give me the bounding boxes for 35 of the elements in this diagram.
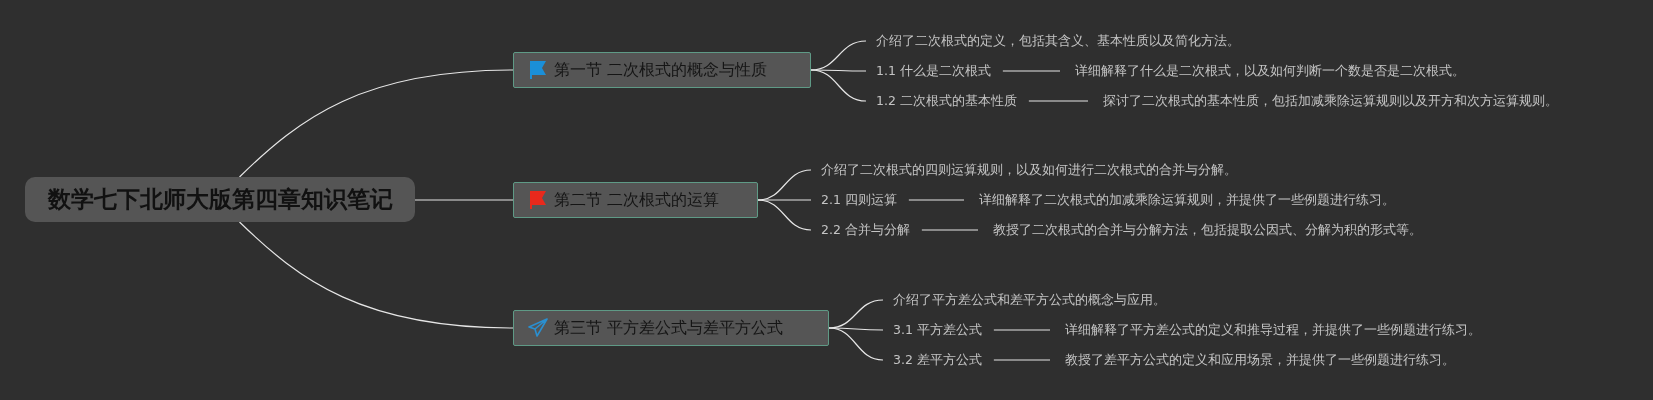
topic-box bbox=[513, 52, 811, 88]
subtopic-text: 3.2 差平方公式 bbox=[893, 351, 982, 369]
subtopic-text: 2.1 四则运算 bbox=[821, 191, 897, 209]
subtopic-text: 1.1 什么是二次根式 bbox=[876, 62, 991, 80]
subtopic-text: 探讨了二次根式的基本性质，包括加减乘除运算规则以及开方和次方运算规则。 bbox=[1103, 92, 1558, 110]
connector-line bbox=[993, 359, 1051, 361]
connector-line bbox=[810, 69, 867, 102]
subtopic-text: 详细解释了平方差公式的定义和推导过程，并提供了一些例题进行练习。 bbox=[1065, 321, 1481, 339]
connector-line bbox=[238, 221, 514, 329]
topic-box bbox=[513, 182, 758, 218]
topic-title: 第三节 平方差公式与差平方公式 bbox=[554, 317, 784, 339]
central-topic: 数学七下北师大版第四章知识笔记 bbox=[25, 177, 415, 222]
subtopic-text: 详细解释了二次根式的加减乘除运算规则，并提供了一些例题进行练习。 bbox=[979, 191, 1395, 209]
subtopic-text: 介绍了二次根式的定义，包括其含义、基本性质以及简化方法。 bbox=[876, 32, 1240, 50]
connector-line bbox=[757, 199, 812, 231]
subtopic-text: 教授了二次根式的合并与分解方法，包括提取公因式、分解为积的形式等。 bbox=[993, 221, 1422, 239]
subtopic-text: 详细解释了什么是二次根式，以及如何判断一个数是否是二次根式。 bbox=[1075, 62, 1465, 80]
subtopic-text: 1.2 二次根式的基本性质 bbox=[876, 92, 1017, 110]
connector-line bbox=[828, 327, 884, 361]
subtopic-text: 介绍了平方差公式和差平方公式的概念与应用。 bbox=[893, 291, 1166, 309]
connector-line bbox=[810, 69, 867, 72]
subtopic-text: 3.1 平方差公式 bbox=[893, 321, 982, 339]
connector-line bbox=[828, 327, 884, 331]
connector-line bbox=[1028, 100, 1089, 102]
subtopic-text: 2.2 合并与分解 bbox=[821, 221, 910, 239]
connector-line bbox=[1002, 70, 1061, 72]
connector-line bbox=[993, 329, 1051, 331]
connector-line bbox=[238, 69, 514, 178]
topic-title: 第二节 二次根式的运算 bbox=[554, 189, 720, 211]
connector-line bbox=[414, 199, 514, 201]
connector-line bbox=[921, 229, 979, 231]
subtopic-text: 介绍了二次根式的四则运算规则，以及如何进行二次根式的合并与分解。 bbox=[821, 161, 1237, 179]
connector-line bbox=[908, 199, 965, 201]
topic-box bbox=[513, 310, 829, 346]
subtopic-text: 教授了差平方公式的定义和应用场景，并提供了一些例题进行练习。 bbox=[1065, 351, 1455, 369]
